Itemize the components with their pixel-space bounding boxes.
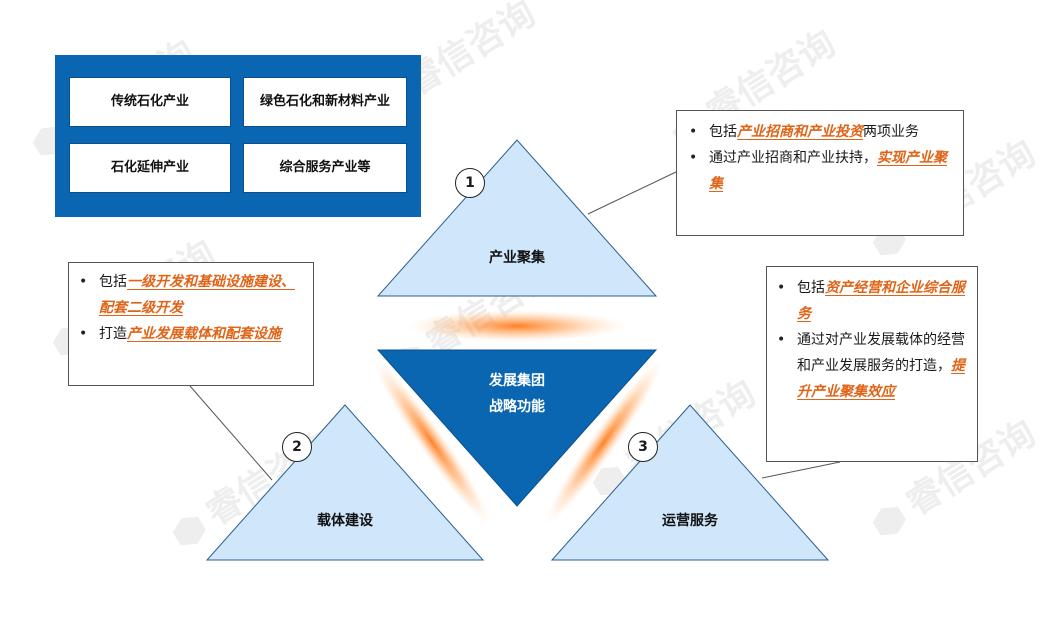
callout-industry-bullet-1: 包括产业招商和产业投资两项业务: [683, 119, 949, 145]
highlight-text: 产业发展载体和配套设施: [127, 326, 281, 342]
connector-line-industry: [587, 171, 677, 215]
category-green: 绿色石化和新材料产业: [243, 77, 407, 127]
category-services: 综合服务产业等: [243, 143, 407, 193]
callout-industry-bullet-2: 通过产业招商和产业扶持，实现产业聚集: [683, 145, 949, 197]
category-traditional: 传统石化产业: [69, 77, 231, 127]
highlight-text: 资产经营和企业综合服务: [797, 280, 965, 322]
center-label-line-2: 战略功能: [489, 399, 545, 415]
category-panel: 传统石化产业 绿色石化和新材料产业 石化延伸产业 综合服务产业等: [55, 55, 421, 217]
highlight-text: 实现产业聚集: [709, 150, 947, 192]
glow-top: [407, 310, 627, 342]
glow-right: [545, 359, 663, 525]
callout-carrier-bullet-2: 打造产业发展载体和配套设施: [73, 321, 299, 347]
triangle-carrier: [205, 404, 485, 561]
number-badge-operation: 3: [628, 432, 658, 462]
number-badge-industry: 1: [455, 168, 485, 198]
callout-operation-bullet-1: 包括资产经营和企业综合服务: [771, 275, 967, 327]
callout-operation-bullet-2: 通过对产业发展载体的经营和产业发展服务的打造，提升产业聚集效应: [771, 327, 967, 405]
connector-line-operation: [761, 461, 841, 479]
triangle-label-operation: 运营服务: [662, 513, 718, 529]
center-label: 发展集团 战略功能: [467, 368, 567, 420]
triangle-operation: [550, 404, 830, 561]
callout-operation: 包括资产经营和企业综合服务 通过对产业发展载体的经营和产业发展服务的打造，提升产…: [766, 266, 978, 462]
callout-carrier: 包括一级开发和基础设施建设、配套二级开发 打造产业发展载体和配套设施: [68, 262, 314, 386]
highlight-text: 提升产业聚集效应: [797, 358, 965, 400]
triangle-center: [376, 349, 658, 507]
highlight-text: 产业招商和产业投资: [737, 124, 863, 140]
connector-line-carrier: [189, 385, 273, 481]
triangle-label-industry: 产业聚集: [489, 250, 545, 266]
highlight-text: 一级开发和基础设施建设、配套二级开发: [99, 274, 295, 316]
callout-industry: 包括产业招商和产业投资两项业务 通过产业招商和产业扶持，实现产业聚集: [676, 110, 964, 236]
callout-carrier-bullet-1: 包括一级开发和基础设施建设、配套二级开发: [73, 269, 299, 321]
glow-left: [373, 359, 491, 525]
category-extension: 石化延伸产业: [69, 143, 231, 193]
center-label-line-1: 发展集团: [489, 373, 545, 389]
number-badge-carrier: 2: [282, 432, 312, 462]
triangle-label-carrier: 载体建设: [317, 513, 373, 529]
triangle-industry: [376, 139, 658, 297]
